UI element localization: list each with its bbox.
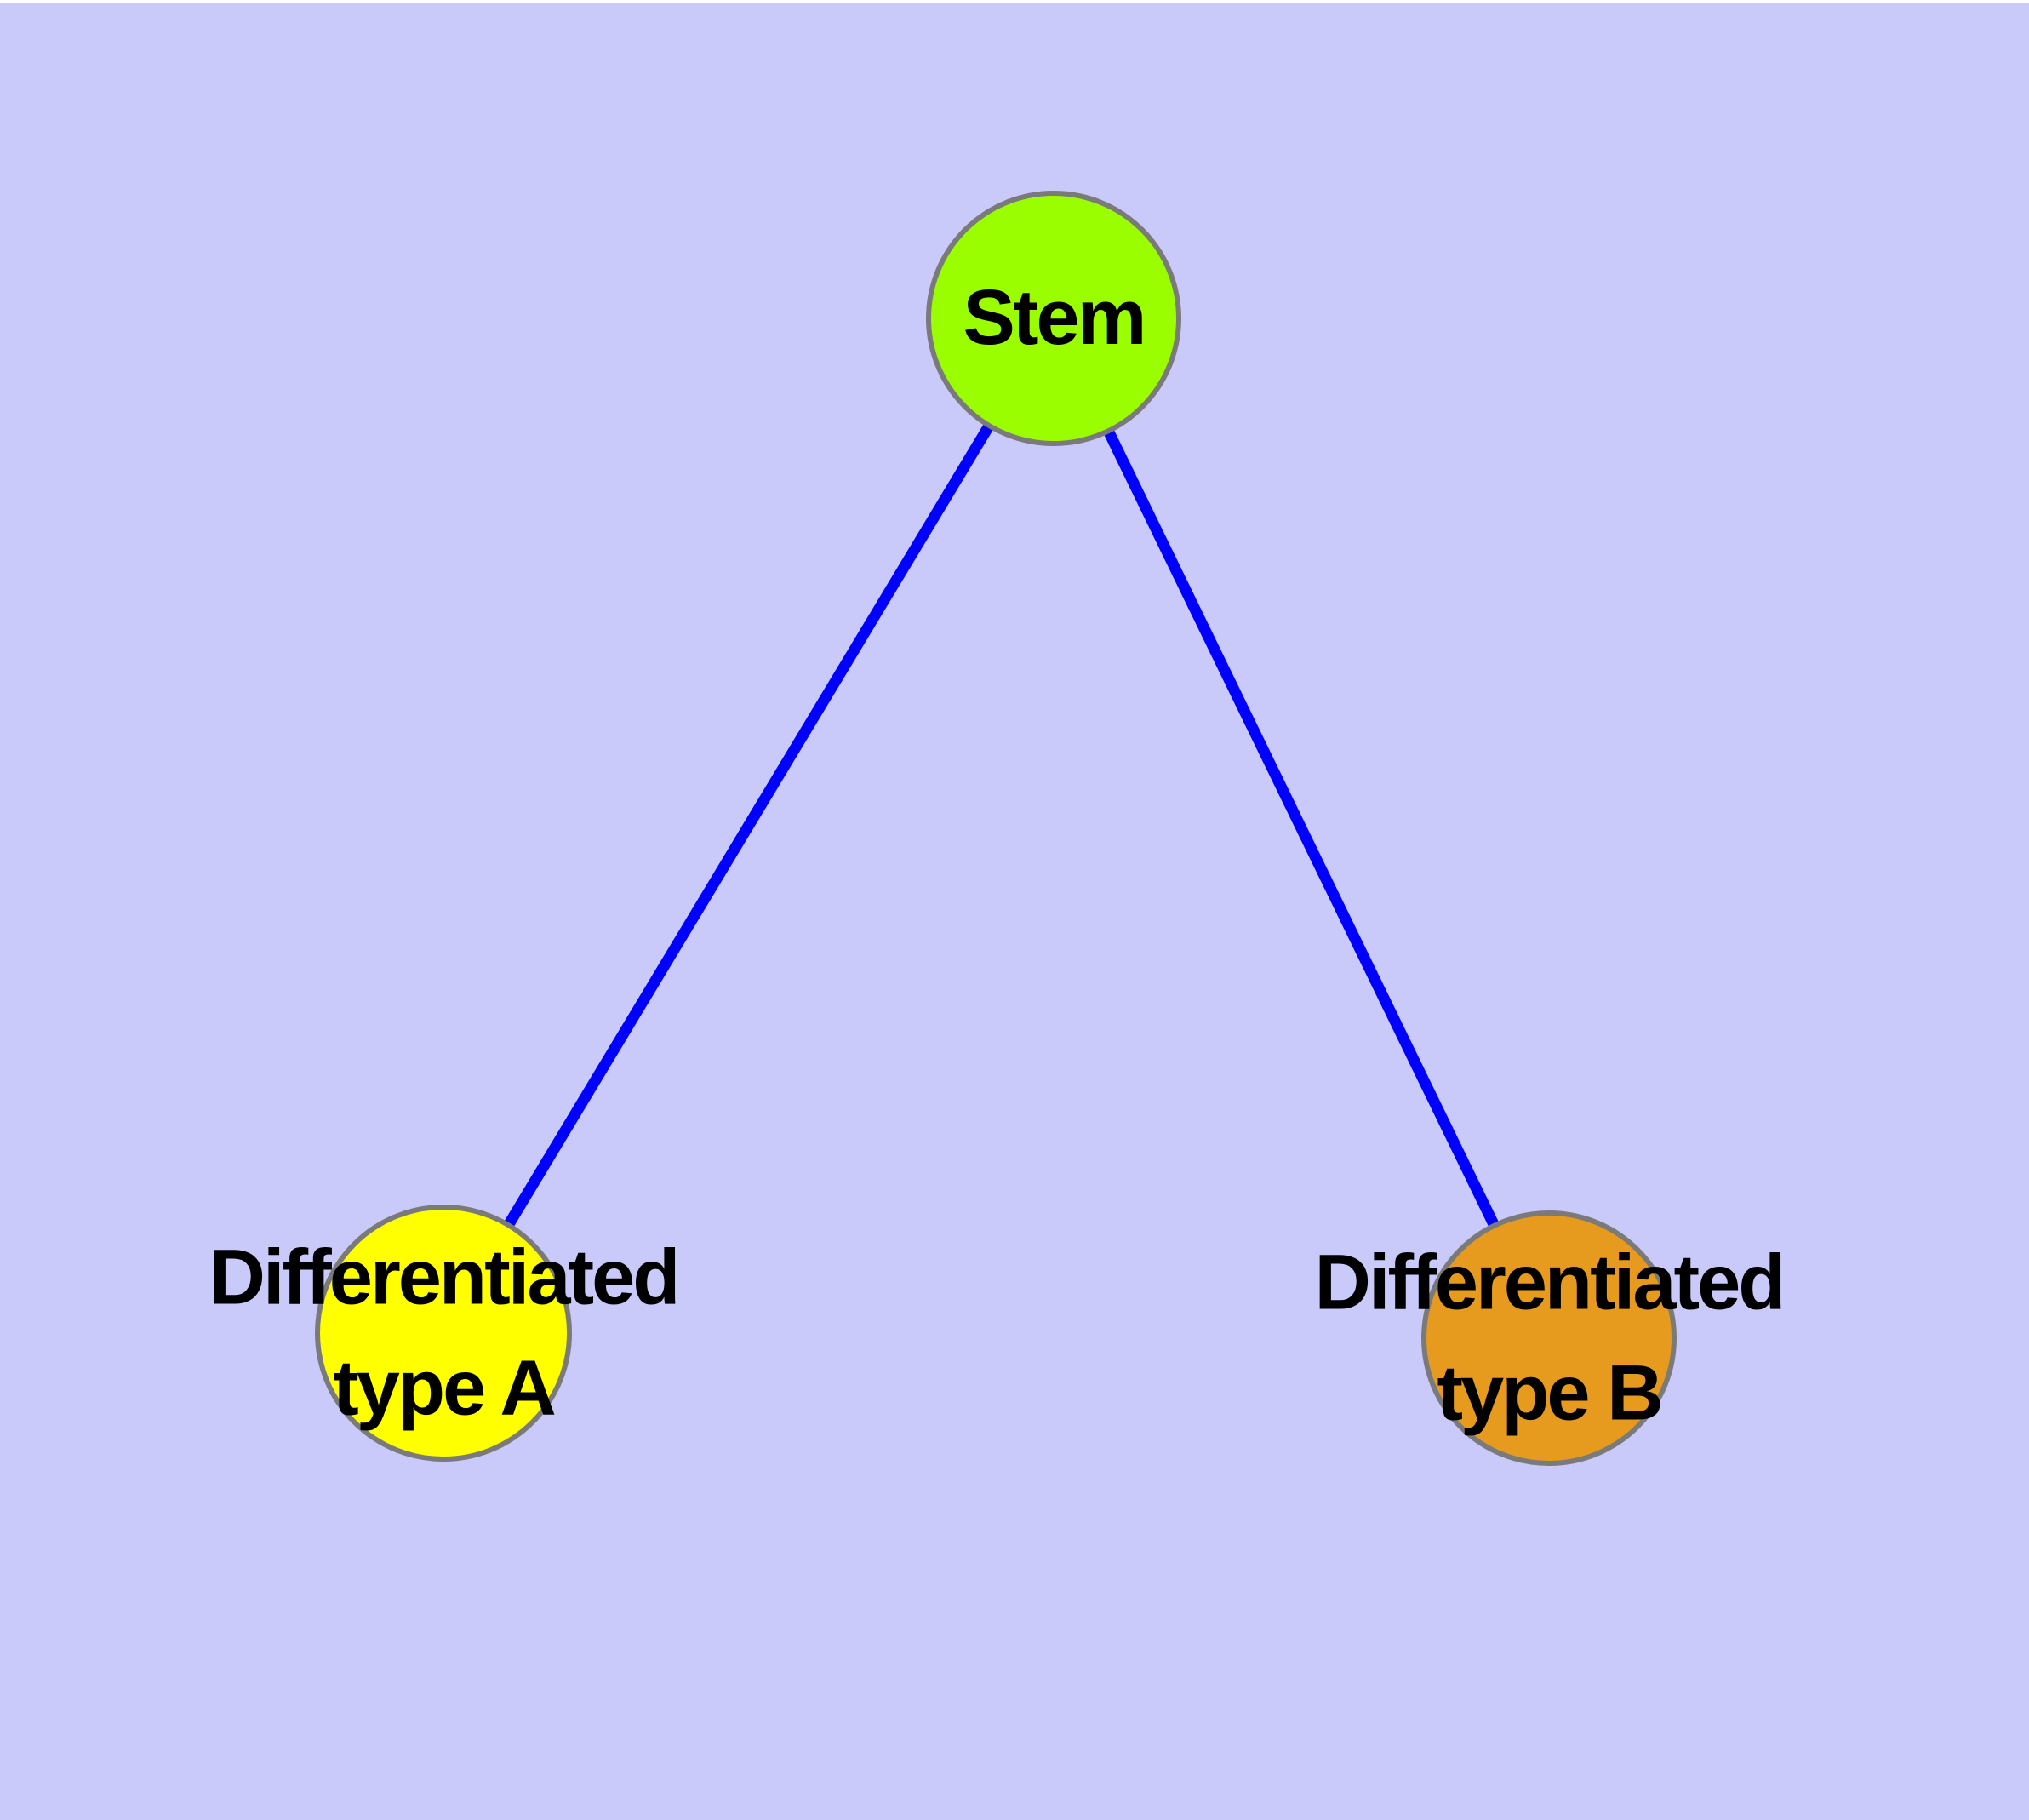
edge-stem-to-differentiated-type-a xyxy=(438,315,1059,1336)
top-margin-strip xyxy=(0,0,2029,3)
node-differentiated-type-a-circle xyxy=(315,1205,572,1462)
edge-stem-to-differentiated-type-b xyxy=(1049,316,1554,1341)
node-stem-circle xyxy=(926,191,1181,446)
node-differentiated-type-b-circle xyxy=(1421,1210,1677,1466)
